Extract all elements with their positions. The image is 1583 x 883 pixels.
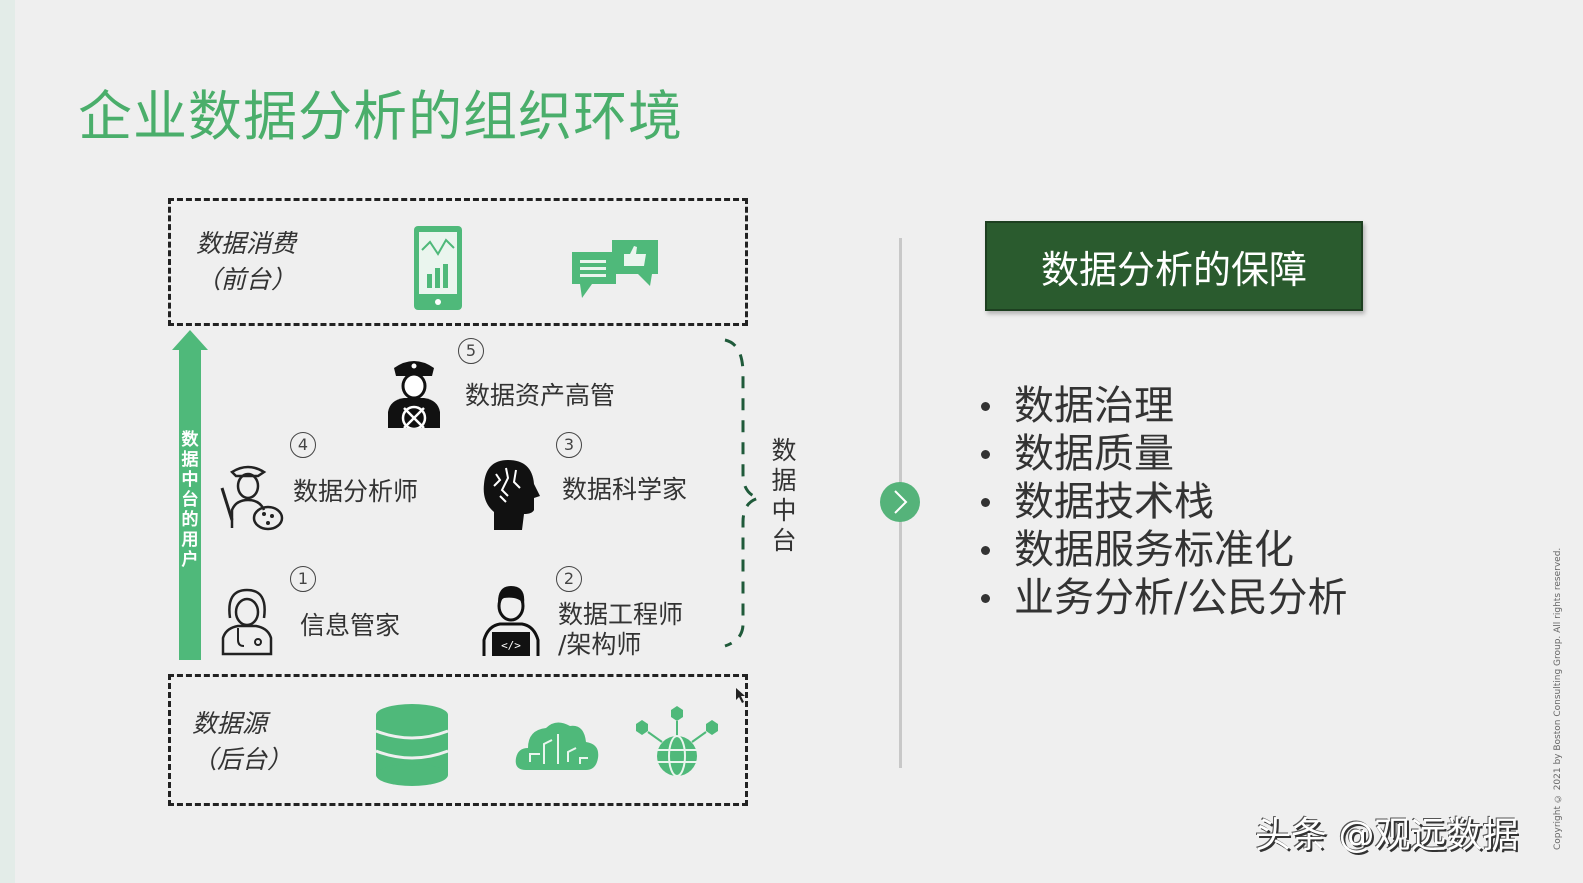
guarantee-item: 数据技术栈 — [975, 478, 1347, 526]
developer-laptop-icon: </> — [482, 586, 540, 656]
mouse-cursor-icon — [736, 688, 745, 703]
bullet-dot-icon — [981, 545, 990, 555]
arrow-shaft — [179, 348, 201, 660]
role-label-data-analyst: 数据分析师 — [293, 477, 419, 506]
doctor-woman-icon — [221, 588, 273, 656]
role-number-2: 2 — [556, 566, 582, 592]
role-number-4: 4 — [290, 432, 316, 458]
globe-network-icon — [636, 706, 718, 776]
role-number-3: 3 — [556, 432, 582, 458]
role-label-data-engineer-line2: /架构师 — [558, 630, 642, 659]
users-arrow: 数据中台的用户 — [172, 330, 208, 660]
role-number-1: 1 — [290, 566, 316, 592]
role-label-information-steward: 信息管家 — [300, 611, 401, 640]
guarantee-item-text: 数据质量 — [1014, 431, 1174, 477]
database-icon — [375, 704, 449, 786]
guarantee-item-text: 数据治理 — [1014, 383, 1174, 429]
bullet-dot-icon — [981, 401, 990, 411]
arrow-head — [172, 330, 208, 350]
middle-platform-brace — [724, 338, 760, 648]
users-arrow-label: 数据中台的用户 — [181, 430, 199, 570]
copyright-notice: Copyright © 2021 by Boston Consulting Gr… — [1553, 547, 1563, 850]
slide-title: 企业数据分析的组织环境 — [78, 85, 683, 148]
source-label-line2: （后台） — [192, 745, 293, 774]
guarantee-list: 数据治理 数据质量 数据技术栈 数据服务标准化 业务分析/公民分析 — [975, 382, 1347, 622]
guarantee-header: 数据分析的保障 — [985, 221, 1363, 311]
svg-text:</>: </> — [501, 639, 521, 652]
data-source-box — [168, 674, 748, 806]
next-button[interactable] — [880, 482, 920, 522]
source-label-line1: 数据源 — [192, 709, 268, 738]
chat-thumbs-up-icon — [572, 240, 658, 298]
guarantee-item-text: 数据技术栈 — [1014, 479, 1214, 525]
role-label-data-asset-executive: 数据资产高管 — [465, 381, 616, 410]
consumption-label: 数据消费 （前台） — [196, 226, 296, 298]
role-label-data-engineer-line1: 数据工程师 — [558, 600, 684, 629]
guarantee-item: 数据服务标准化 — [975, 526, 1347, 574]
cloud-circuit-icon — [515, 722, 599, 770]
middle-platform-label: 数据中台 — [771, 436, 797, 555]
captain-wheel-icon — [388, 361, 440, 428]
consumption-label-line2: （前台） — [196, 265, 297, 294]
artist-woman-icon — [220, 465, 284, 531]
bullet-dot-icon — [981, 449, 990, 459]
guarantee-item: 数据质量 — [975, 430, 1347, 478]
right-edge-strip — [0, 0, 15, 883]
role-label-data-scientist: 数据科学家 — [562, 475, 688, 504]
chevron-right-icon — [894, 490, 908, 514]
bullet-dot-icon — [981, 497, 990, 507]
consumption-label-line1: 数据消费 — [196, 229, 297, 258]
source-label: 数据源 （后台） — [192, 706, 292, 778]
brain-head-icon — [483, 460, 540, 530]
watermark: 头条 @观远数据 — [1255, 815, 1519, 856]
bullet-dot-icon — [981, 593, 990, 603]
role-label-data-engineer: 数据工程师 /架构师 — [558, 600, 683, 660]
role-number-5: 5 — [458, 338, 484, 364]
guarantee-item: 数据治理 — [975, 382, 1347, 430]
guarantee-item-text: 业务分析/公民分析 — [1014, 575, 1348, 621]
guarantee-item-text: 数据服务标准化 — [1014, 527, 1294, 573]
guarantee-item: 业务分析/公民分析 — [975, 574, 1347, 622]
mobile-chart-icon — [414, 226, 462, 310]
data-consumption-box — [168, 198, 748, 326]
